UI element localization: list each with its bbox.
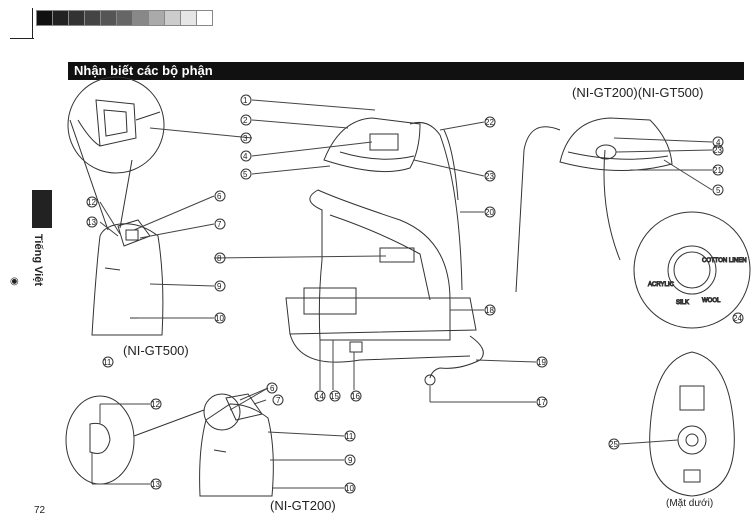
base-bottom-view [649,351,735,497]
callout-5-right: 5 [716,186,721,195]
callout-20: 20 [485,208,494,217]
section-title: Nhận biết các bộ phận [74,63,213,78]
model-label-gt500: (NI-GT500) [123,343,189,358]
callout-15: 15 [330,392,339,401]
callout-5: 5 [243,170,248,179]
callout-13: 13 [87,218,96,227]
callout-12-gt200: 12 [151,400,160,409]
magnified-detail-top [67,76,165,231]
callout-24: 24 [733,314,742,323]
callout-2: 2 [243,116,248,125]
model-label-gt200: (NI-GT200) [270,498,336,513]
base-station [285,189,477,363]
dial-label-cotton: COTTON LINEN [702,258,747,264]
base-unit-gt200 [199,393,274,497]
callout-19: 19 [537,358,546,367]
callout-7-gt200: 7 [276,396,281,405]
callout-14: 14 [315,392,324,401]
callout-7: 7 [217,220,222,229]
temperature-dial [603,149,751,329]
callout-25: 25 [609,440,618,449]
callout-numbers: 1 2 3 4 5 6 7 8 9 10 11 12 13 14 15 16 1… [86,94,744,494]
callout-21: 21 [713,166,722,175]
iron-rear-view [515,117,673,293]
color-calibration-bar [36,10,213,26]
callout-22: 22 [485,118,494,127]
model-label-top-right: (NI-GT200)(NI-GT500) [572,85,704,100]
callout-12: 12 [87,198,96,207]
callout-10: 10 [215,314,224,323]
callout-17: 17 [537,398,546,407]
crop-mark-horizontal [10,38,34,39]
callout-23-right: 23 [713,146,722,155]
callout-13-gt200: 13 [151,480,160,489]
callout-6-gt200: 6 [270,384,275,393]
callout-4-right: 4 [716,138,721,147]
callout-11: 11 [103,358,112,367]
callout-23: 23 [485,172,494,181]
callout-9-gt200: 9 [348,456,353,465]
dial-label-wool: WOOL [702,298,721,304]
model-label-bottom-view: (Mặt dưới) [666,498,714,509]
registration-mark-icon: ◉ [10,276,19,287]
callout-18: 18 [485,306,494,315]
callout-8: 8 [217,254,222,263]
callout-10-gt200: 10 [345,484,354,493]
crop-mark-vertical [32,8,33,39]
section-title-bar: Nhận biết các bộ phận [68,62,744,80]
callout-4: 4 [243,152,248,161]
dial-label-acrylic: ACRYLIC [648,282,675,288]
power-cord [424,335,484,386]
magnified-detail-bottom [65,395,205,485]
iron-side-view [323,117,463,291]
dial-label-silk: SILK [676,300,689,306]
language-tab [32,190,52,228]
callout-3: 3 [243,134,248,143]
callout-6: 6 [217,192,222,201]
callout-11-gt200: 11 [345,432,354,441]
page-number: 72 [34,505,46,516]
callout-9: 9 [217,282,222,291]
swatch [196,10,213,26]
callout-16: 16 [351,392,360,401]
leader-lines [91,99,713,489]
callout-1: 1 [243,96,248,105]
